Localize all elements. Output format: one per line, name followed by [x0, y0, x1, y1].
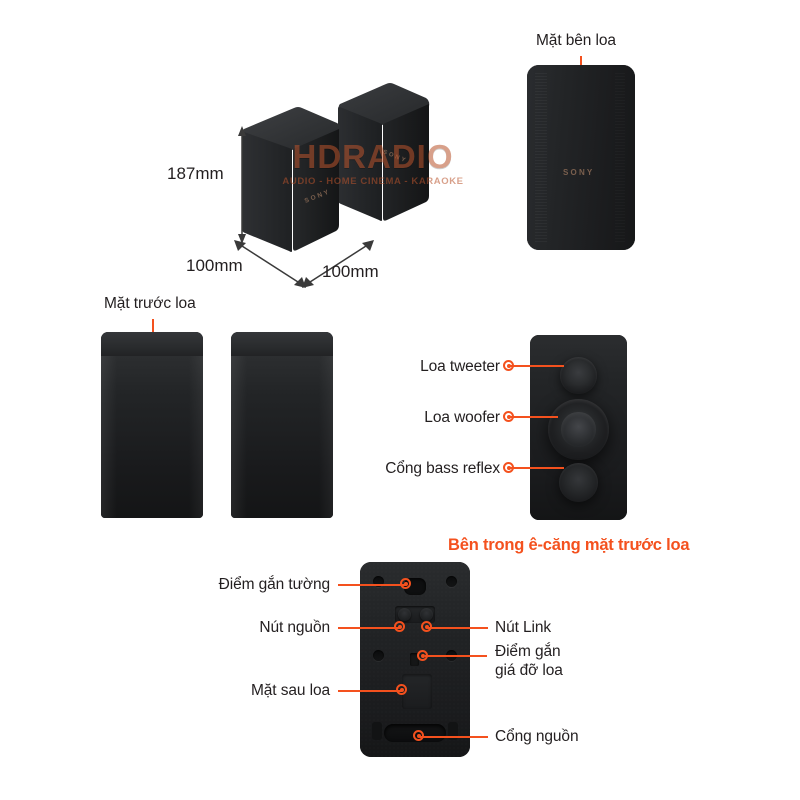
- drivers-view: Loa tweeter Loa woofer Cổng bass reflex …: [360, 325, 800, 560]
- side-view-label: Mặt bên loa: [536, 32, 616, 49]
- woofer-cone: [561, 412, 596, 447]
- front-right-shadow: [319, 356, 333, 518]
- wall-mount-marker-dot: [400, 578, 411, 589]
- front-view-label: Mặt trước loa: [104, 295, 196, 312]
- rear-face-marker-dot: [396, 684, 407, 695]
- speaker-back-shape: [338, 83, 430, 221]
- label-bass-reflex: Cổng bass reflex: [385, 460, 500, 477]
- bass-reflex-marker-dot: [503, 462, 514, 473]
- depth-dimension-arrow: [234, 240, 306, 288]
- speaker-front-right: [231, 332, 333, 518]
- front-left-top-face: [101, 332, 203, 358]
- rear-screw-mid-left: [373, 650, 384, 661]
- rear-view: Điểm gắn tường Nút nguồn Mặt sau loa Nút…: [0, 545, 800, 800]
- tweeter-driver: [560, 357, 597, 394]
- width-dimension-arrow: [302, 240, 374, 288]
- speaker-perspective-back: SONY: [330, 82, 432, 222]
- front-right-grille: [231, 356, 333, 518]
- label-power-button: Nút nguồn: [259, 619, 330, 636]
- speaker-perspective-front: SONY: [236, 105, 346, 253]
- wall-mount-leader-line: [338, 584, 406, 586]
- link-button-marker-dot: [421, 621, 432, 632]
- speaker-side-body: SONY: [527, 65, 635, 250]
- power-button-marker-dot: [394, 621, 405, 632]
- side-body-surface: [527, 65, 635, 250]
- front-left-grille: [101, 356, 203, 518]
- tweeter-leader-line: [510, 365, 564, 367]
- label-woofer: Loa woofer: [424, 409, 500, 426]
- label-wall-mount-point: Điểm gắn tường: [218, 576, 330, 593]
- height-arrow-svg: [238, 126, 246, 244]
- bass-reflex-port: [559, 463, 598, 502]
- rear-foot-left: [372, 722, 382, 740]
- front-pair-view: Mặt trước loa: [0, 285, 360, 545]
- depth-arrow-svg: [234, 240, 306, 288]
- power-button-leader-line: [338, 627, 400, 629]
- height-dimension-arrow: [236, 126, 248, 244]
- sony-logo-side: SONY: [563, 168, 595, 177]
- height-dimension-label: 187mm: [167, 164, 224, 183]
- front-left-shadow: [189, 356, 203, 518]
- woofer-driver: [548, 399, 609, 460]
- width-dimension-label: 100mm: [322, 262, 379, 281]
- link-button: [420, 608, 433, 621]
- side-edge-texture-right: [615, 73, 625, 242]
- depth-dimension-label: 100mm: [186, 256, 243, 275]
- front-left-highlight: [101, 356, 117, 518]
- bracket-mount-point: [410, 653, 419, 666]
- drivers-caption: Bên trong ê-căng mặt trước loa: [448, 536, 690, 554]
- power-button: [398, 608, 411, 621]
- label-bracket-mount-line2: giá đỡ loa: [495, 662, 563, 679]
- label-rear-face: Mặt sau loa: [250, 682, 330, 699]
- width-arrow-svg: [302, 240, 374, 288]
- tweeter-marker-dot: [503, 360, 514, 371]
- label-bracket-mount-line1: Điểm gắn: [495, 643, 561, 660]
- link-button-leader-line: [428, 627, 488, 629]
- front-right-highlight: [231, 356, 247, 518]
- front-right-top-face: [231, 332, 333, 358]
- speaker-front-shape: [242, 107, 341, 252]
- perspective-pair-view: SONY SONY: [0, 0, 500, 300]
- label-tweeter: Loa tweeter: [420, 358, 500, 375]
- rear-screw-top-right: [446, 576, 457, 587]
- woofer-marker-dot: [503, 411, 514, 422]
- speaker-drivers-body: [530, 335, 627, 520]
- bracket-mount-marker-dot: [417, 650, 428, 661]
- label-link-button: Nút Link: [495, 619, 552, 636]
- power-port-marker-dot: [413, 730, 424, 741]
- speaker-front-left: [101, 332, 203, 518]
- label-power-port: Cổng nguồn: [495, 728, 579, 745]
- side-edge-texture-left: [535, 73, 547, 242]
- rear-face-leader-line: [338, 690, 402, 692]
- rear-screw-top-left: [373, 576, 384, 587]
- speaker-rear-body: [360, 562, 470, 757]
- rear-recessed-plate: [402, 674, 432, 709]
- power-port-leader-line: [420, 736, 488, 738]
- side-view: Mặt bên loa SONY: [500, 0, 800, 300]
- bass-reflex-leader-line: [510, 467, 564, 469]
- rear-foot-right: [448, 722, 458, 740]
- woofer-leader-line: [510, 416, 558, 418]
- bracket-mount-leader-line: [425, 655, 487, 657]
